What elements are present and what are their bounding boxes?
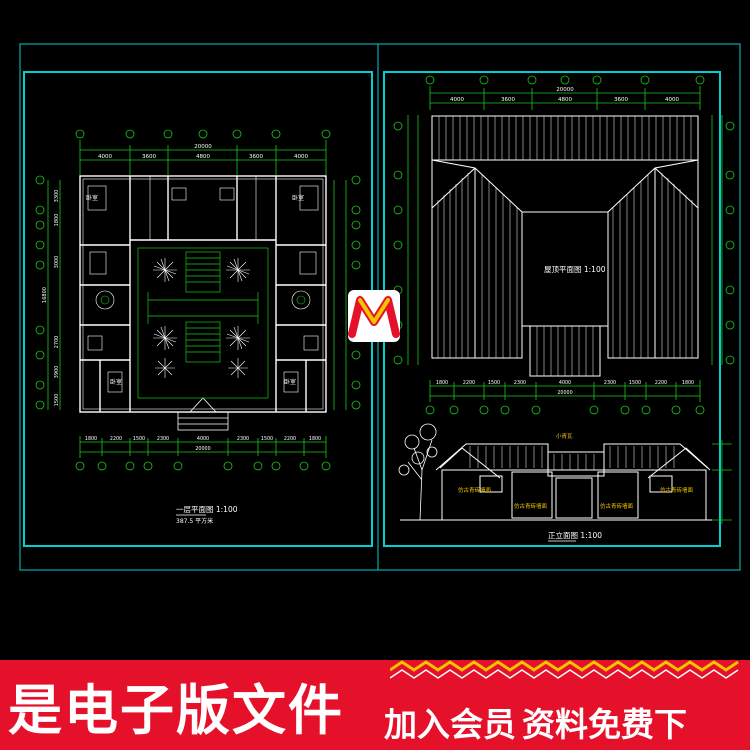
plan-room-bedroom-3: 卧室 <box>110 378 122 386</box>
banner-join-member: 加入会员 <box>384 705 516 744</box>
outer-frame <box>19 43 741 571</box>
plan-plants <box>153 258 250 378</box>
elevation-tree <box>398 423 438 521</box>
roof-plan: 20000 4000 3600 4800 3600 4000 <box>393 75 735 415</box>
roof-dim-top-3: 4800 <box>558 97 572 103</box>
roof-dim-top-2: 3600 <box>501 97 515 103</box>
roof-dim-bottom-6: 2300 <box>604 380 616 386</box>
plan-dim-left-6: 1500 <box>54 394 60 407</box>
plan-walls <box>79 175 327 413</box>
plan-dim-bottom-total: 20000 <box>195 446 210 452</box>
plan-title: 一层平面图 1:100 <box>176 505 238 514</box>
banner-right-text: 加入会员 资料免费下 <box>384 700 744 744</box>
plan-dim-top-1: 4000 <box>98 154 112 160</box>
roof-dim-bottom-9: 1800 <box>682 380 694 386</box>
plan-area-label: 387.5 平方米 <box>176 517 213 525</box>
banner-zigzag-ornament <box>390 660 739 679</box>
front-elevation: 小青瓦 仿古青砖墙面 仿古青砖墙面 仿古青砖墙面 仿古青砖墙面 正立面图 1:1… <box>398 423 732 542</box>
plan-dim-left-2: 1800 <box>54 214 60 227</box>
roof-dim-bottom-1: 1800 <box>436 380 448 386</box>
plan-dim-bottom-7: 1500 <box>261 436 273 442</box>
plan-dim-top-5: 4000 <box>294 154 308 160</box>
plan-dim-left-4: 2700 <box>54 336 60 349</box>
roof-dim-top-4: 3600 <box>614 97 628 103</box>
plan-dim-left-3: 3000 <box>54 256 60 269</box>
plan-room-bedroom-1: 卧室 <box>86 194 98 202</box>
plan-dim-left-1: 3300 <box>54 190 60 203</box>
roof-title: 屋顶平面图 1:100 <box>544 265 606 274</box>
plan-dim-top-3: 4800 <box>196 154 210 160</box>
banner-left-text: 是电子版文件 <box>8 678 344 742</box>
elevation-ridge-label: 小青瓦 <box>556 432 573 440</box>
plan-room-bedroom-4: 卧室 <box>284 378 296 386</box>
plan-entrance <box>177 397 229 431</box>
plan-furniture <box>87 185 319 393</box>
roof-dim-bottom-8: 2200 <box>655 380 667 386</box>
ground-floor-plan: 4000 3600 4800 3600 4000 20000 3300 1800… <box>35 129 361 525</box>
elevation-tag-4: 仿古青砖墙面 <box>660 486 694 494</box>
roof-dim-top-5: 4000 <box>665 97 679 103</box>
plan-dim-bottom-1: 1800 <box>85 436 97 442</box>
plan-dim-top-4: 3600 <box>249 154 263 160</box>
plan-dim-bottom-8: 2200 <box>284 436 296 442</box>
plan-room-bedroom-2: 卧室 <box>292 194 304 202</box>
elevation-tag-3: 仿古青砖墙面 <box>600 502 634 510</box>
elevation-tag-2: 仿古青砖墙面 <box>514 502 548 510</box>
elevation-tiles <box>469 446 675 470</box>
roof-tile-lines <box>437 116 693 376</box>
plan-dim-bottom-2: 2200 <box>110 436 122 442</box>
roof-dim-bottom-3: 1500 <box>488 380 500 386</box>
m-logo <box>348 290 400 342</box>
plan-dim-bottom-6: 2300 <box>237 436 249 442</box>
plan-dim-left-overall: 16800 <box>42 287 48 303</box>
plan-dim-top-2: 3600 <box>142 154 156 160</box>
plan-dim-bottom-9: 1800 <box>309 436 321 442</box>
roof-dim-bottom-7: 1500 <box>629 380 641 386</box>
roof-dim-bottom-4: 2300 <box>514 380 526 386</box>
elevation-building <box>400 443 712 521</box>
roof-dim-top-total: 20000 <box>556 87 574 93</box>
plan-dim-bottom-5: 4000 <box>197 436 209 442</box>
roof-dim-bottom-2: 2200 <box>463 380 475 386</box>
plan-dim-left-5: 3900 <box>54 366 60 379</box>
banner-free-download: 资料免费下 <box>522 705 687 744</box>
plan-courtyard <box>137 247 269 399</box>
roof-dim-top-1: 4000 <box>450 97 464 103</box>
roof-dim-bottom-5: 4000 <box>559 380 571 386</box>
elevation-title: 正立面图 1:100 <box>548 530 602 540</box>
elevation-tag-1: 仿古青砖墙面 <box>458 486 492 494</box>
plan-dim-bottom-4: 2300 <box>157 436 169 442</box>
roof-dim-bottom-total: 20000 <box>557 390 572 396</box>
plan-dim-bottom-3: 1500 <box>133 436 145 442</box>
plan-dim-top-total: 20000 <box>194 144 212 150</box>
promo-banner: 是电子版文件 加入会员 资料免费下 <box>0 660 750 750</box>
